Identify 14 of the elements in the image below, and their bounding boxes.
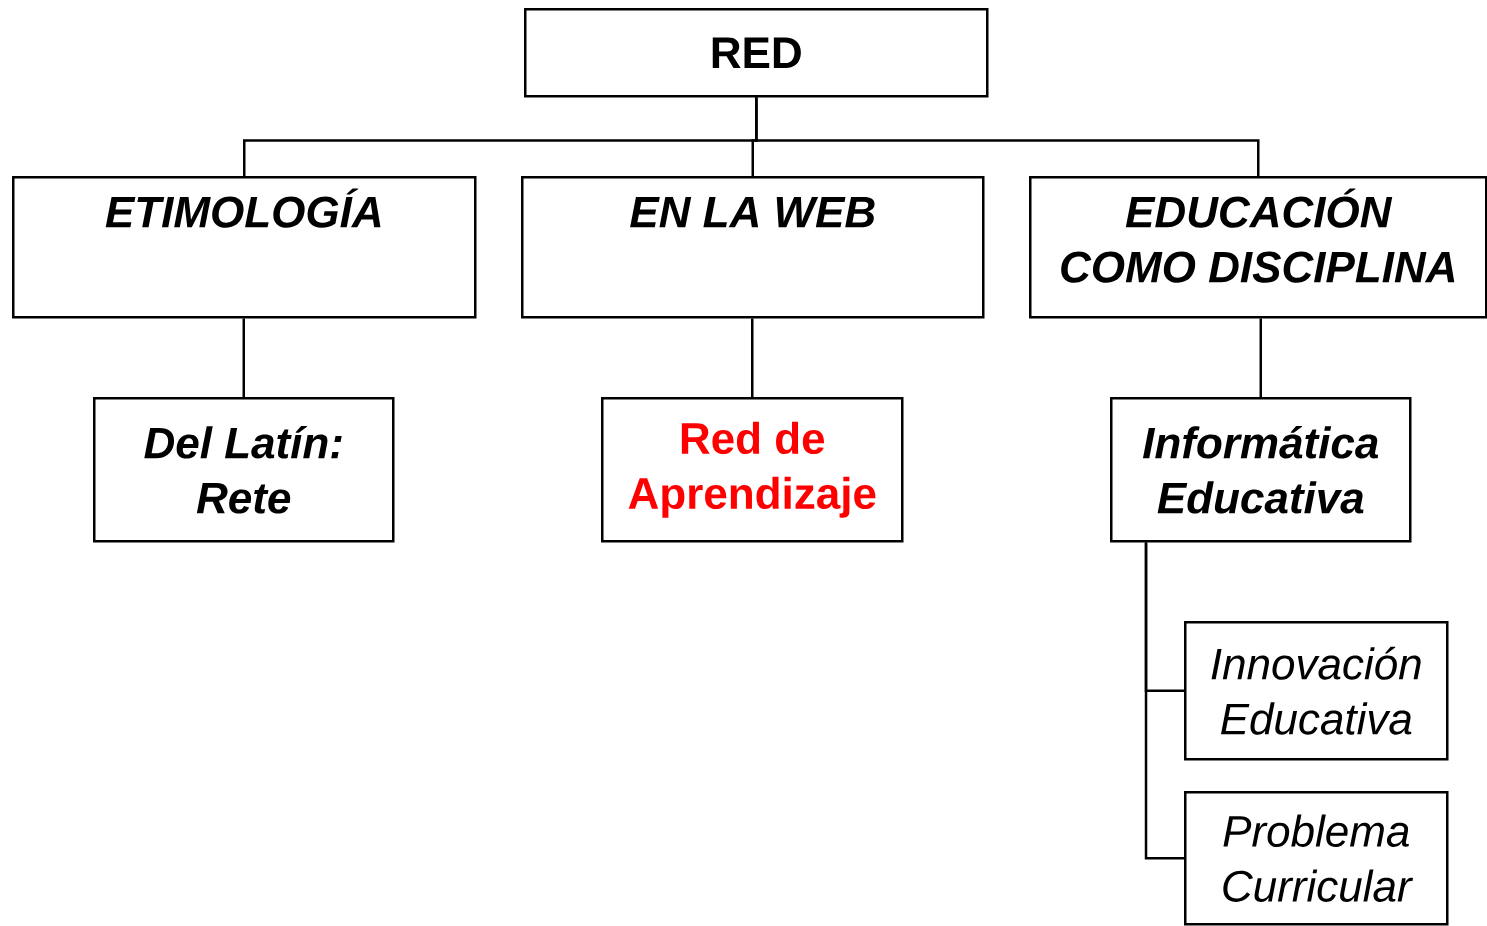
connector-line (1144, 542, 1184, 860)
category-box: EN LA WEB (521, 176, 985, 319)
category-box: EDUCACIÓN COMO DISCIPLINA (1029, 176, 1487, 319)
category-box: ETIMOLOGÍA (12, 176, 477, 319)
connector-line (755, 97, 1260, 176)
concept-box: Red de Aprendizaje (601, 397, 904, 543)
title-box: RED (524, 8, 989, 98)
connector-line (1259, 318, 1262, 397)
connector-line (242, 318, 245, 397)
topic-box: Innovación Educativa (1184, 621, 1449, 761)
topic-box: Problema Curricular (1184, 791, 1449, 926)
concept-box: Del Latín: Rete (93, 397, 395, 543)
concept-box: Informática Educativa (1110, 397, 1412, 543)
connector-line (751, 318, 754, 397)
